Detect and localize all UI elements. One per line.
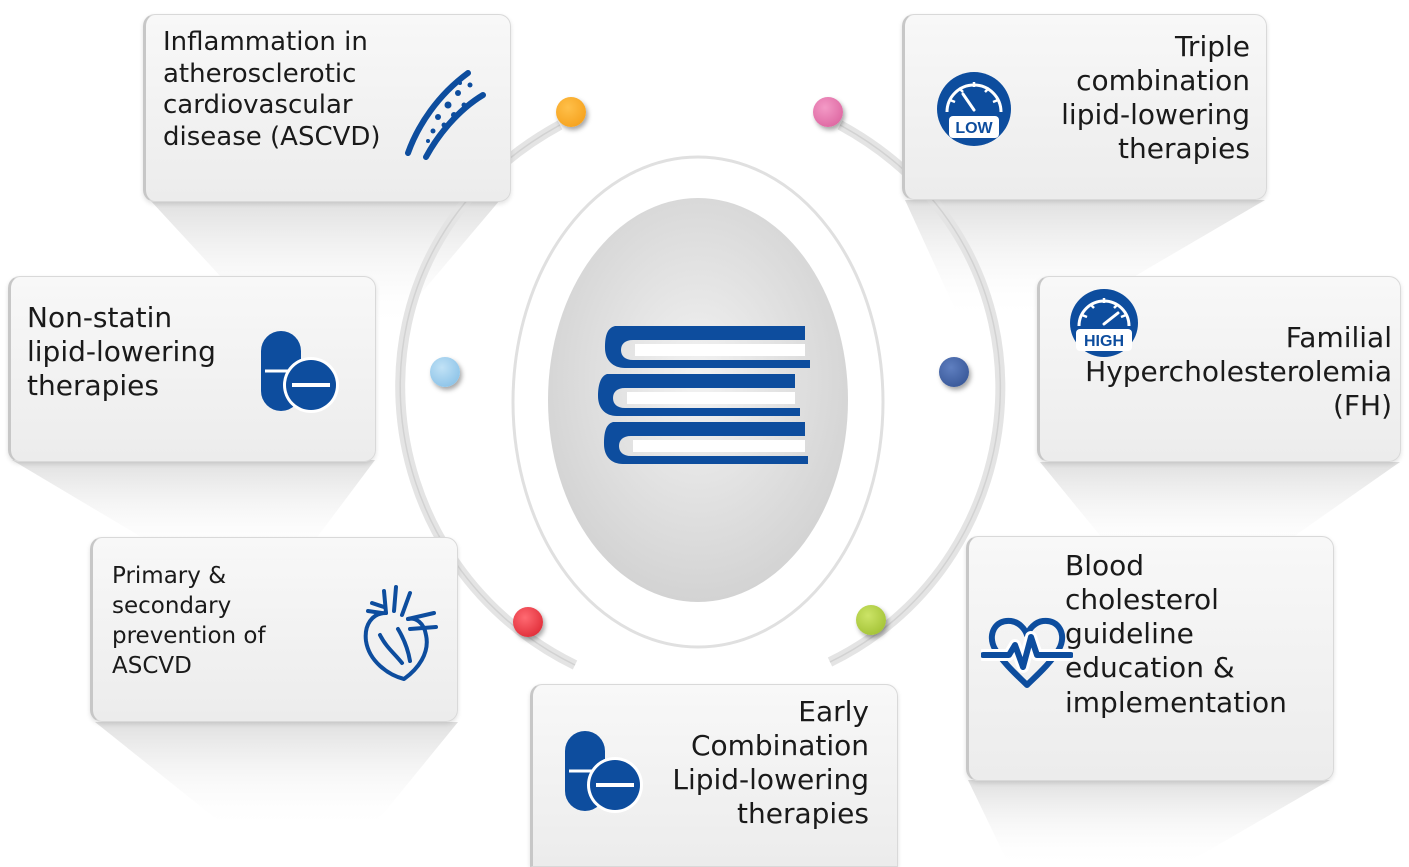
dot-triple	[813, 97, 843, 127]
gauge-low-label: LOW	[955, 120, 993, 137]
card-triple-text: Triple combination lipid-lowering therap…	[1061, 30, 1250, 167]
card-guideline-text: Blood cholesterol guideline education & …	[1065, 549, 1287, 720]
card-inflammation: Inflammation in atherosclerotic cardiova…	[143, 14, 511, 202]
text-line: lipid-lowering	[1061, 98, 1250, 132]
text-line: Hypercholesterolemia	[1085, 355, 1392, 389]
card-shadow	[968, 780, 1330, 867]
text-line: secondary	[112, 592, 232, 619]
artery-plaque-icon	[405, 70, 486, 160]
card-shadow	[95, 722, 458, 830]
card-early-text: Early Combination Lipid-lowering therapi…	[672, 695, 869, 832]
card-guideline: Blood cholesterol guideline education & …	[966, 536, 1334, 781]
card-shadow	[905, 200, 1265, 320]
card-inflammation-text: Inflammation in atherosclerotic cardiova…	[163, 27, 381, 154]
card-prevention: Primary & secondary prevention of ASCVD	[90, 537, 458, 722]
text-line: combination	[1076, 64, 1250, 98]
card-prevention-text: Primary & secondary prevention of ASCVD	[112, 562, 266, 682]
dot-inflammation	[556, 97, 586, 127]
text-line: Triple	[1174, 30, 1250, 63]
text-line: cholesterol	[1065, 583, 1219, 617]
text-line: disease (ASCVD)	[163, 122, 381, 153]
gauge-low-icon: LOW	[937, 72, 1011, 146]
card-shadow	[1040, 462, 1400, 560]
text-line: cardiovascular	[163, 90, 353, 121]
text-line: guideline	[1065, 617, 1194, 651]
dot-prevention	[513, 607, 543, 637]
gauge-high-icon: HIGH	[1070, 289, 1138, 357]
card-early: Early Combination Lipid-lowering therapi…	[530, 684, 898, 867]
text-line: therapies	[737, 797, 869, 831]
text-line: therapies	[27, 369, 159, 403]
pills-icon	[565, 731, 643, 813]
text-line: prevention of	[112, 622, 266, 649]
card-nonstatin-text: Non-statin lipid-lowering therapies	[27, 301, 216, 403]
card-shadow	[12, 460, 375, 560]
heart-anatomy-icon	[363, 585, 438, 681]
text-line: Early	[798, 695, 869, 728]
text-line: Familial	[1285, 321, 1392, 354]
books-icon	[598, 326, 810, 464]
text-line: atherosclerotic	[163, 58, 357, 89]
text-line: ASCVD	[112, 652, 192, 679]
text-line: Combination	[690, 729, 869, 763]
pills-icon	[261, 331, 339, 413]
text-line: education &	[1065, 651, 1235, 685]
gauge-high-label: HIGH	[1084, 333, 1124, 350]
text-line: Inflammation in	[163, 27, 368, 57]
text-line: (FH)	[1332, 389, 1392, 423]
card-fh-text: Familial Hypercholesterolemia (FH)	[1085, 321, 1392, 423]
heartbeat-icon	[981, 617, 1073, 688]
text-line: Non-statin	[27, 301, 173, 334]
card-nonstatin: Non-statin lipid-lowering therapies	[8, 276, 376, 462]
dot-fh	[939, 357, 969, 387]
dot-guideline	[856, 605, 886, 635]
card-fh: HIGH Familial Hypercholesterolemia (FH)	[1037, 276, 1401, 462]
text-line: lipid-lowering	[27, 335, 216, 369]
text-line: Blood	[1065, 549, 1145, 582]
text-line: Primary &	[112, 563, 227, 589]
text-line: Lipid-lowering	[672, 763, 869, 797]
card-triple: LOW Triple combination lipid-lowering th…	[902, 14, 1267, 200]
text-line: implementation	[1065, 685, 1287, 719]
dot-nonstatin	[430, 357, 460, 387]
text-line: therapies	[1118, 132, 1250, 166]
